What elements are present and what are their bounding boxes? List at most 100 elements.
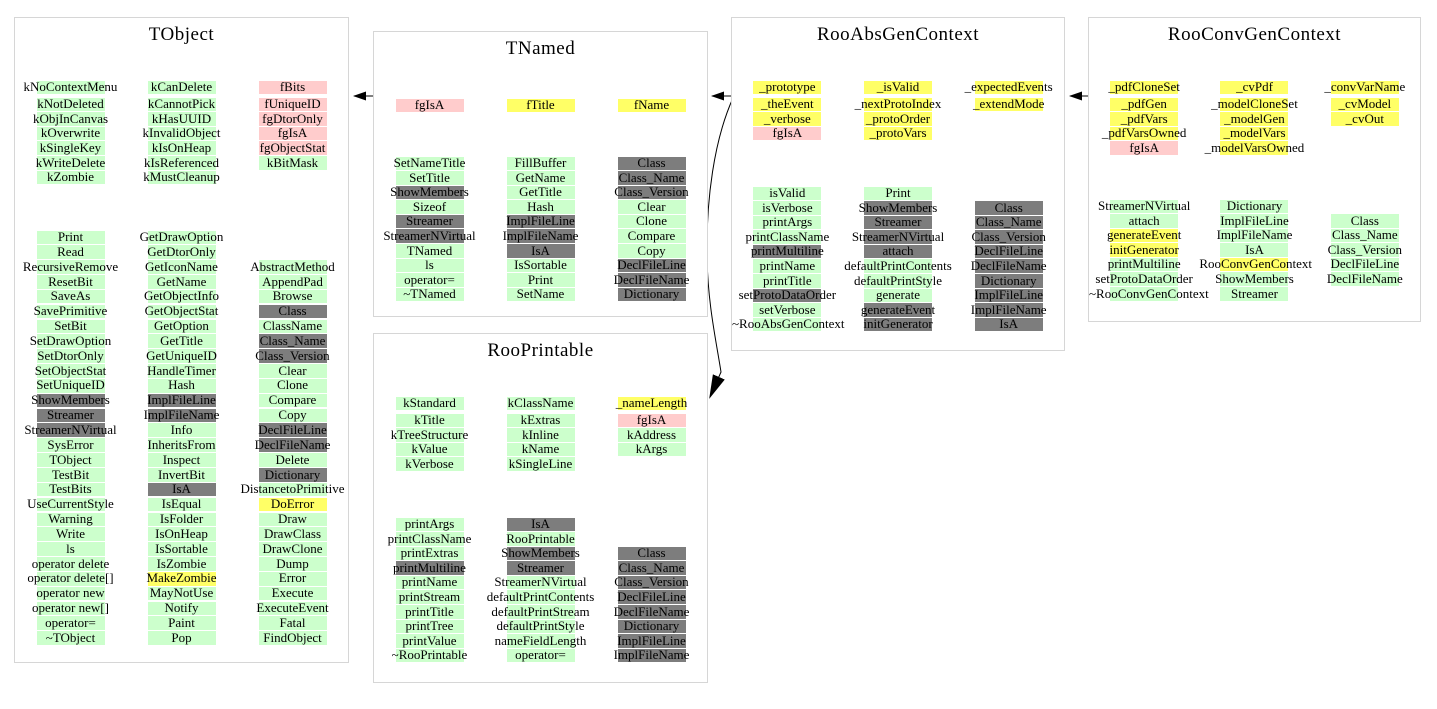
member-cell[interactable]: SetObjectStat (15, 363, 126, 379)
member-cell[interactable]: printName (732, 258, 843, 274)
member-cell[interactable]: _modelVarsOwned (1199, 140, 1309, 156)
member-cell[interactable]: attach (843, 244, 954, 259)
member-cell[interactable]: ls (374, 257, 485, 273)
member-cell[interactable]: _pdfCloneSet (1089, 79, 1199, 95)
member-cell[interactable]: _cvModel (1310, 96, 1420, 112)
member-cell[interactable]: setProtoDataOrder (1089, 271, 1199, 287)
member-cell[interactable]: ShowMembers (1199, 271, 1309, 287)
member-cell[interactable]: FillBuffer (485, 155, 596, 171)
member-cell[interactable]: SetUniqueID (15, 378, 126, 393)
member-cell[interactable]: GetDrawOption (126, 229, 237, 245)
class-title[interactable]: RooConvGenContext (1167, 24, 1342, 45)
member-cell[interactable]: fBits (237, 79, 348, 95)
member-cell[interactable]: Delete (237, 452, 348, 468)
member-cell[interactable]: RooConvGenContext (1199, 257, 1312, 272)
class-title[interactable]: RooAbsGenContext (816, 24, 980, 45)
member-cell[interactable]: printName (374, 575, 485, 590)
member-cell[interactable]: ImplFileName (1199, 227, 1309, 243)
member-cell[interactable]: _modelGen (1199, 111, 1309, 127)
member-cell[interactable]: _cvOut (1310, 111, 1420, 127)
member-cell[interactable]: IsOnHeap (126, 526, 237, 542)
member-cell[interactable]: Class_Name (596, 170, 707, 186)
member-cell[interactable]: AbstractMethod (237, 259, 348, 275)
member-cell[interactable]: ImplFileLine (126, 392, 237, 408)
member-cell[interactable]: printMultiline (732, 244, 843, 259)
member-cell[interactable]: IsA (953, 317, 1064, 332)
member-cell[interactable]: attach (1089, 213, 1199, 229)
member-cell[interactable]: defaultPrintContents (843, 258, 954, 274)
member-cell[interactable]: fgIsA (596, 412, 707, 428)
member-cell[interactable]: kCannotPick (126, 96, 237, 112)
member-cell[interactable]: Pop (126, 630, 237, 646)
member-cell[interactable]: Notify (126, 600, 237, 616)
member-cell[interactable]: Sizeof (374, 199, 485, 215)
member-cell[interactable]: Class_Name (1310, 227, 1420, 243)
member-cell[interactable]: kIsReferenced (126, 155, 237, 171)
member-cell[interactable]: kTreeStructure (374, 427, 485, 443)
member-cell[interactable]: Info (126, 422, 237, 438)
member-cell[interactable]: Dictionary (596, 618, 707, 634)
member-cell[interactable]: fgIsA (1089, 140, 1199, 156)
member-cell[interactable]: operator= (374, 272, 485, 288)
member-cell[interactable]: Class_Version (596, 184, 707, 200)
member-cell[interactable]: TestBit (15, 467, 126, 483)
member-cell[interactable]: defaultPrintStyle (485, 618, 596, 634)
member-cell[interactable]: GetUniqueID (126, 348, 237, 364)
member-cell[interactable]: kArgs (596, 442, 707, 457)
member-cell[interactable]: Print (15, 229, 126, 245)
member-cell[interactable]: _pdfGen (1089, 96, 1199, 112)
member-cell[interactable]: generateEvent (1089, 227, 1199, 243)
member-cell[interactable]: GetDtorOnly (126, 244, 237, 260)
member-cell[interactable]: defaultPrintContents (485, 589, 596, 605)
member-cell[interactable]: fTitle (485, 97, 596, 113)
member-cell[interactable]: fgIsA (732, 126, 843, 141)
member-cell[interactable]: TNamed (374, 243, 485, 259)
member-cell[interactable]: StreamerNVirtual (1089, 198, 1199, 214)
member-cell[interactable]: kObjInCanvas (15, 111, 126, 127)
member-cell[interactable]: Copy (596, 243, 707, 259)
class-title[interactable]: RooPrintable (487, 340, 594, 361)
member-cell[interactable]: kNoContextMenu (15, 79, 126, 95)
member-cell[interactable]: ImplFileName (126, 407, 237, 423)
member-cell[interactable]: printMultiline (1089, 257, 1199, 272)
member-cell[interactable]: _pdfVars (1089, 111, 1199, 127)
member-cell[interactable]: MayNotUse (126, 585, 237, 601)
member-cell[interactable]: DistancetoPrimitive (237, 481, 348, 497)
member-cell[interactable]: FindObject (237, 630, 348, 646)
member-cell[interactable]: printArgs (374, 516, 485, 532)
member-cell[interactable]: IsSortable (485, 257, 596, 273)
member-cell[interactable]: Class (237, 303, 348, 319)
member-cell[interactable]: generate (843, 287, 954, 303)
member-cell[interactable]: DrawClone (237, 541, 348, 557)
member-cell[interactable]: Print (485, 272, 596, 288)
member-cell[interactable]: Streamer (843, 214, 954, 230)
member-cell[interactable]: SetDrawOption (15, 333, 126, 349)
member-cell[interactable]: Clear (596, 199, 707, 215)
member-cell[interactable]: ShowMembers (843, 200, 954, 216)
member-cell[interactable]: printTree (374, 618, 485, 634)
member-cell[interactable]: operator new (15, 585, 126, 601)
member-cell[interactable]: SetDtorOnly (15, 348, 126, 364)
member-cell[interactable]: nameFieldLength (485, 633, 596, 649)
member-cell[interactable]: Clone (237, 378, 348, 393)
member-cell[interactable]: _cvPdf (1199, 79, 1309, 95)
member-cell[interactable]: ~TNamed (374, 287, 485, 302)
member-cell[interactable]: InheritsFrom (126, 437, 237, 453)
member-cell[interactable]: defaultPrintStyle (843, 273, 954, 289)
member-cell[interactable]: Dump (237, 556, 348, 572)
member-cell[interactable]: Class_Version (596, 575, 707, 590)
member-cell[interactable]: setProtoDataOrder (732, 287, 843, 303)
member-cell[interactable]: StreamerNVirtual (374, 228, 485, 244)
member-cell[interactable]: _modelCloneSet (1199, 96, 1309, 112)
member-cell[interactable]: initGenerator (843, 317, 954, 332)
member-cell[interactable]: kExtras (485, 412, 596, 428)
member-cell[interactable]: Class_Version (953, 229, 1064, 245)
member-cell[interactable]: Dictionary (596, 287, 707, 302)
member-cell[interactable]: ImplFileLine (485, 214, 596, 229)
member-cell[interactable]: _protoOrder (843, 111, 954, 127)
member-cell[interactable]: ShowMembers (15, 392, 126, 408)
member-cell[interactable]: printClassName (732, 229, 843, 245)
member-cell[interactable]: ImplFileLine (953, 287, 1064, 303)
member-cell[interactable]: Class (953, 200, 1064, 216)
member-cell[interactable]: isValid (732, 185, 843, 201)
